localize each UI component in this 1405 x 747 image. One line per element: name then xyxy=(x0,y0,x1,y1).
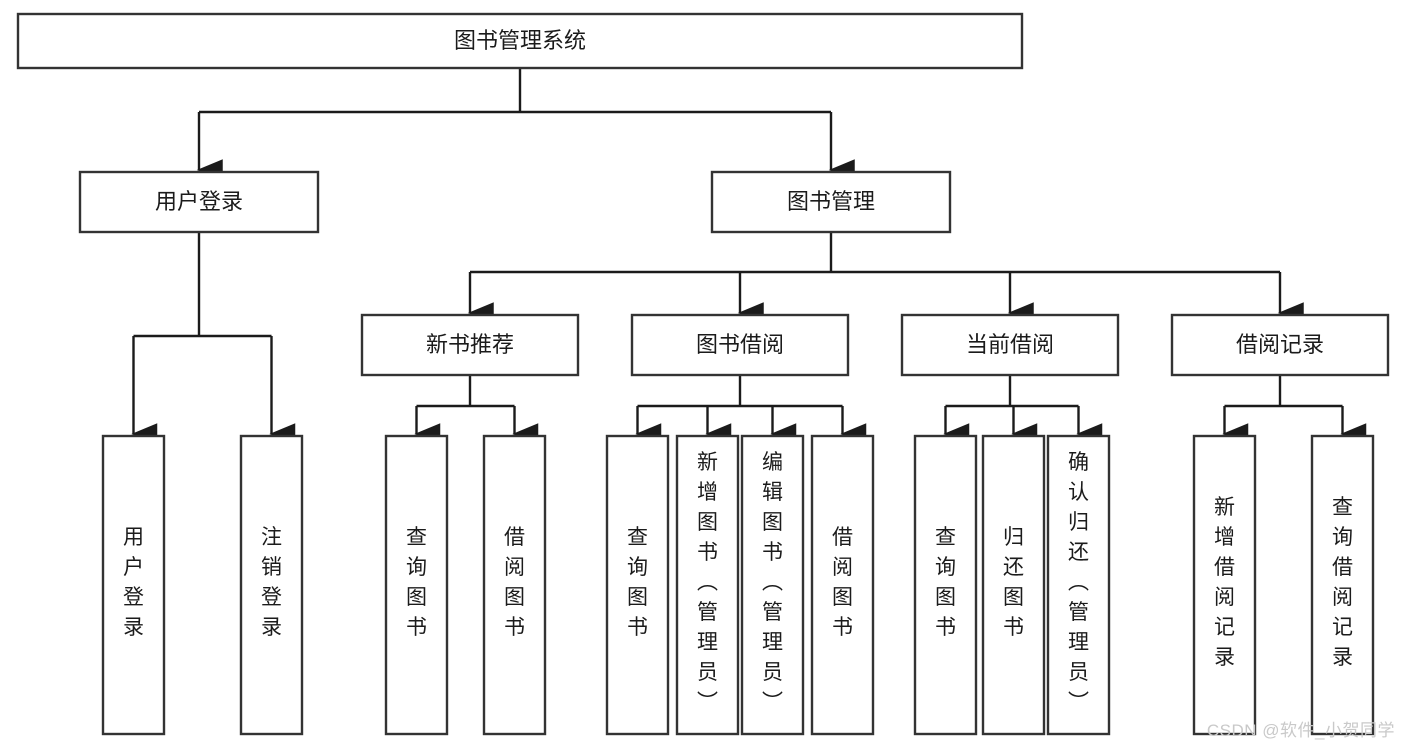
node-label: 当前借阅 xyxy=(966,332,1054,357)
diagram-node[interactable]: 查询图书 xyxy=(605,434,670,736)
diagram-node[interactable]: 查询图书 xyxy=(913,434,978,736)
diagram-node[interactable]: 查询借阅记录 xyxy=(1310,434,1375,736)
diagram-node[interactable]: 借阅记录 xyxy=(1170,313,1390,377)
node-box[interactable] xyxy=(710,170,952,234)
diagram-node[interactable]: 新增借阅记录 xyxy=(1192,434,1257,736)
node-label: 新增图书︵管理员︶ xyxy=(697,451,718,714)
diagram-node[interactable]: 用户登录 xyxy=(78,170,320,234)
node-label: 编辑图书︵管理员︶ xyxy=(762,451,783,714)
node-label: 图书借阅 xyxy=(696,332,784,357)
diagram-node[interactable]: 借阅图书 xyxy=(810,434,875,736)
node-label: 注销登录 xyxy=(261,526,282,639)
diagram-node[interactable]: 借阅图书 xyxy=(482,434,547,736)
diagram-node[interactable]: 查询图书 xyxy=(384,434,449,736)
diagram-node[interactable]: 新增图书︵管理员︶ xyxy=(675,434,740,736)
node-box[interactable] xyxy=(1046,434,1111,736)
node-box[interactable] xyxy=(605,434,670,736)
node-label: 图书管理 xyxy=(787,189,875,214)
diagram-node[interactable]: 归还图书 xyxy=(981,434,1046,736)
node-box[interactable] xyxy=(360,313,580,377)
node-box[interactable] xyxy=(78,170,320,234)
nodes-layer: 图书管理系统用户登录用户登录注销登录图书管理新书推荐查询图书借阅图书图书借阅查询… xyxy=(16,12,1390,736)
node-box[interactable] xyxy=(913,434,978,736)
diagram-node[interactable]: 新书推荐 xyxy=(360,313,580,377)
node-label: 查询图书 xyxy=(406,526,427,639)
diagram-node[interactable]: 图书管理 xyxy=(710,170,952,234)
diagram-node[interactable]: 注销登录 xyxy=(239,434,304,736)
node-label: 借阅图书 xyxy=(832,526,853,639)
node-label: 新书推荐 xyxy=(426,332,514,357)
node-label: 查询图书 xyxy=(627,526,648,639)
node-box[interactable] xyxy=(630,313,850,377)
diagram-node[interactable]: 当前借阅 xyxy=(900,313,1120,377)
node-label: 查询借阅记录 xyxy=(1332,496,1353,669)
node-box[interactable] xyxy=(900,313,1120,377)
node-label: 借阅记录 xyxy=(1236,332,1324,357)
node-box[interactable] xyxy=(16,12,1024,70)
node-box[interactable] xyxy=(482,434,547,736)
node-box[interactable] xyxy=(981,434,1046,736)
node-label: 用户登录 xyxy=(155,189,243,214)
node-label: 新增借阅记录 xyxy=(1214,496,1235,669)
node-box[interactable] xyxy=(1170,313,1390,377)
node-label: 确认归还︵管理员︶ xyxy=(1068,451,1089,714)
node-label: 查询图书 xyxy=(935,526,956,639)
diagram-node[interactable]: 图书管理系统 xyxy=(16,12,1024,70)
node-box[interactable] xyxy=(675,434,740,736)
node-box[interactable] xyxy=(239,434,304,736)
connectors-layer xyxy=(131,68,1367,445)
node-box[interactable] xyxy=(1192,434,1257,736)
node-label: 借阅图书 xyxy=(504,526,525,639)
node-box[interactable] xyxy=(101,434,166,736)
node-label: 用户登录 xyxy=(123,526,144,639)
node-label: 归还图书 xyxy=(1003,526,1024,639)
diagram-node[interactable]: 图书借阅 xyxy=(630,313,850,377)
node-box[interactable] xyxy=(740,434,805,736)
diagram-node[interactable]: 编辑图书︵管理员︶ xyxy=(740,434,805,736)
diagram-node[interactable]: 确认归还︵管理员︶ xyxy=(1046,434,1111,736)
node-label: 图书管理系统 xyxy=(454,28,586,53)
node-box[interactable] xyxy=(384,434,449,736)
node-box[interactable] xyxy=(810,434,875,736)
node-box[interactable] xyxy=(1310,434,1375,736)
diagram-node[interactable]: 用户登录 xyxy=(101,434,166,736)
